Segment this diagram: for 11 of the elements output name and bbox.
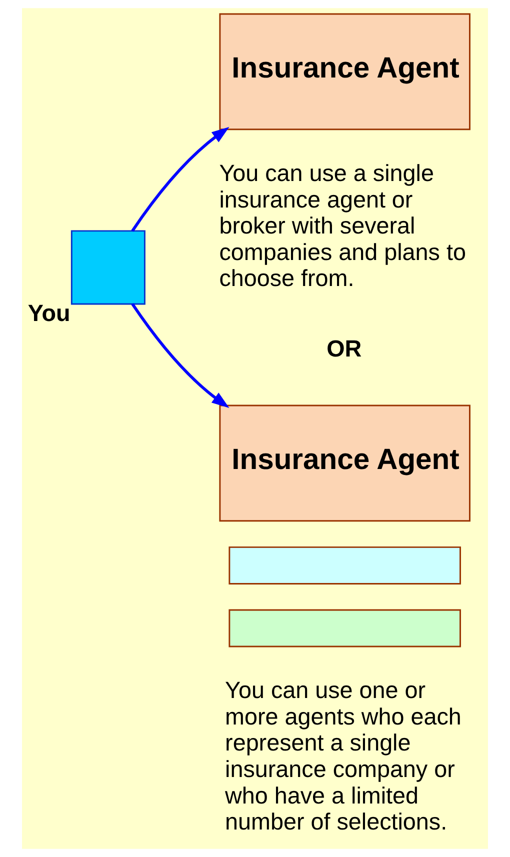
node-box: Insurance Agent bbox=[219, 404, 470, 522]
node-box bbox=[228, 546, 461, 584]
node-label: You bbox=[28, 300, 70, 326]
arrow bbox=[131, 126, 230, 232]
node-box bbox=[228, 609, 461, 648]
label: You can use a single insurance agent or broker with several companies and plans to choose from. bbox=[219, 160, 466, 292]
node-box: Insurance Agent bbox=[219, 13, 470, 130]
node-box bbox=[70, 230, 146, 305]
label: You can use one or more agents who each represent a single insurance company or who have a limited number of selections. bbox=[225, 677, 462, 835]
label: OR bbox=[326, 335, 362, 362]
arrow bbox=[131, 303, 230, 408]
